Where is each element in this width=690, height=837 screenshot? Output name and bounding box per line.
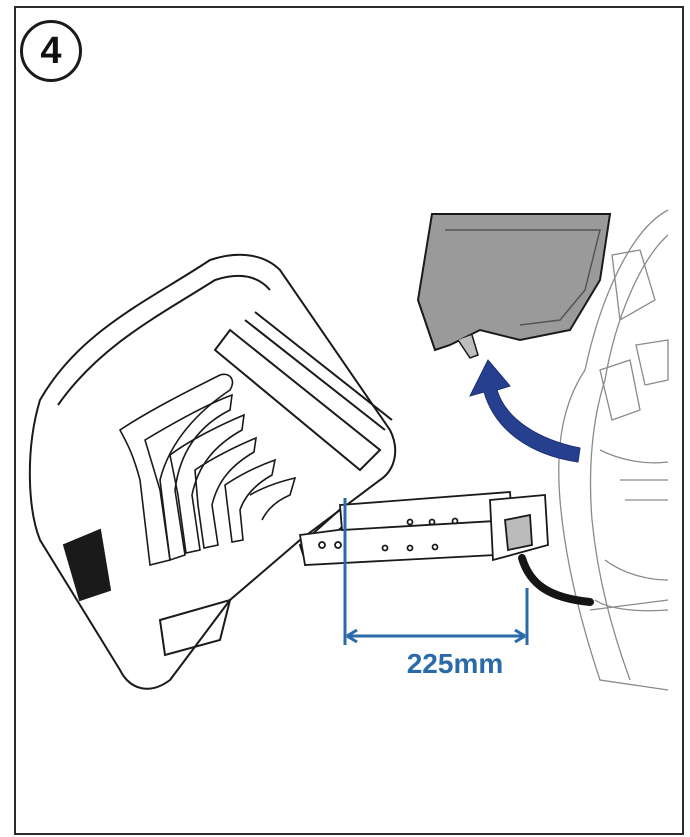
step-number: 4	[40, 30, 62, 72]
battery-pack	[28, 253, 397, 690]
dimension-indicator	[343, 498, 529, 645]
dimension-label: 225mm	[406, 648, 504, 679]
machine-body	[558, 209, 669, 691]
step-number-badge: 4	[20, 20, 82, 82]
rotation-arrow-icon	[469, 359, 581, 463]
power-cable	[518, 554, 594, 606]
lifted-housing	[416, 213, 612, 359]
mounting-bracket	[298, 491, 549, 566]
